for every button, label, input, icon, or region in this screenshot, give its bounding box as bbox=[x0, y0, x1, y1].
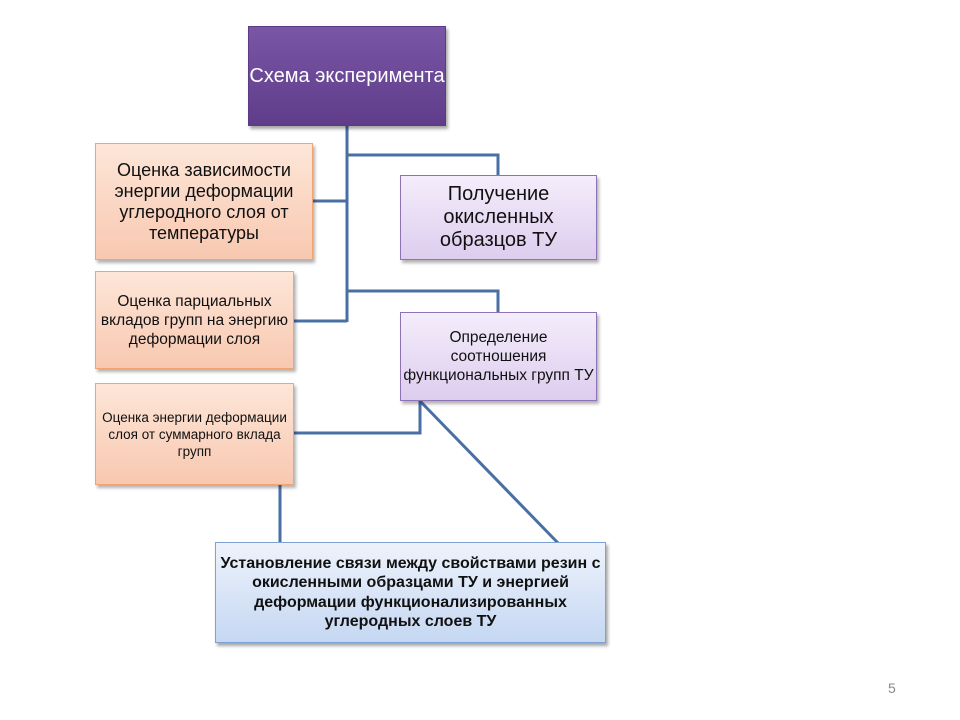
root-node-experiment-scheme: Схема эксперимента bbox=[248, 26, 446, 126]
node-determine-functional-groups: Определение соотношения функциональных г… bbox=[400, 312, 597, 401]
node-label: Оценка энергии деформации слоя от суммар… bbox=[102, 409, 287, 459]
connector-to-determine bbox=[347, 289, 500, 313]
node-label: Оценка парциальных вкладов групп на энер… bbox=[100, 292, 289, 348]
node-partial-contributions: Оценка парциальных вкладов групп на энер… bbox=[95, 271, 294, 369]
connector-sum-to-determine bbox=[294, 401, 422, 435]
connector-to-obtain bbox=[347, 153, 500, 176]
node-label: Получение окисленных образцов ТУ bbox=[439, 183, 558, 251]
node-obtain-oxidized-samples: Получение окисленных образцов ТУ bbox=[400, 175, 597, 260]
node-total-contribution: Оценка энергии деформации слоя от суммар… bbox=[95, 383, 294, 485]
page-number: 5 bbox=[888, 680, 896, 696]
root-node-label: Схема эксперимента bbox=[249, 64, 445, 87]
node-label: Определение соотношения функциональных г… bbox=[403, 329, 594, 384]
node-temperature-dependence: Оценка зависимости энергии деформации уг… bbox=[95, 143, 313, 260]
node-label: Оценка зависимости энергии деформации уг… bbox=[114, 159, 294, 243]
connector-determine-to-bottom bbox=[418, 399, 560, 545]
node-label: Установление связи между свойствами рези… bbox=[220, 554, 601, 631]
node-establish-relation: Установление связи между свойствами рези… bbox=[215, 542, 606, 643]
